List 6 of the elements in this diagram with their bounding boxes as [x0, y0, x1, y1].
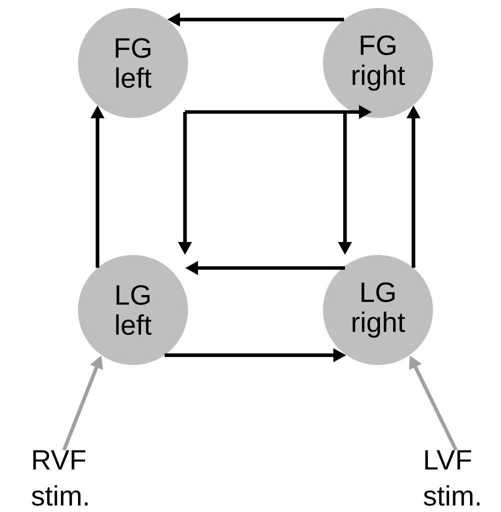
stimulus-label: LVF stim.: [424, 450, 480, 506]
circle-node: FG right: [323, 8, 433, 118]
circle-node: FG left: [78, 8, 188, 118]
circle-node: LG right: [323, 255, 433, 365]
stimulus-label: RVF stim.: [32, 450, 88, 506]
circle-node: LG left: [78, 255, 188, 365]
